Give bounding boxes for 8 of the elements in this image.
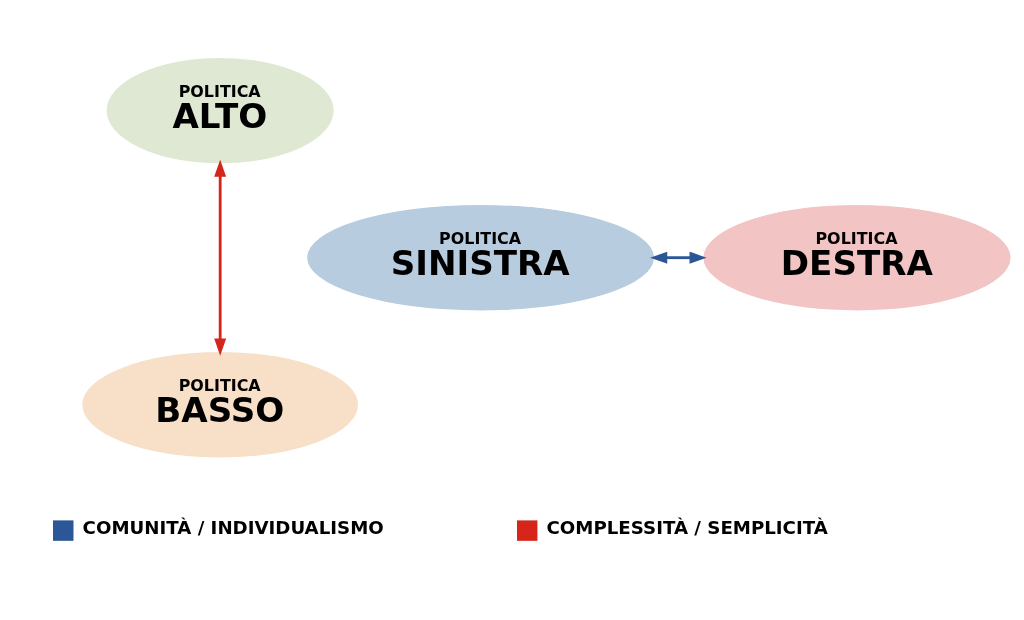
legend-label: COMUNITÀ / INDIVIDUALISMO [82,516,384,538]
node-ellipse: POLITICA DESTRA [702,203,1012,312]
legend-label: COMPLESSITÀ / SEMPLICITÀ [546,516,828,538]
node-ellipse: POLITICA SINISTRA [306,203,656,312]
node-ellipse: POLITICA BASSO [81,350,360,459]
node-ellipse: POLITICA ALTO [105,56,335,165]
arrow [214,159,227,356]
arrow [650,251,707,264]
